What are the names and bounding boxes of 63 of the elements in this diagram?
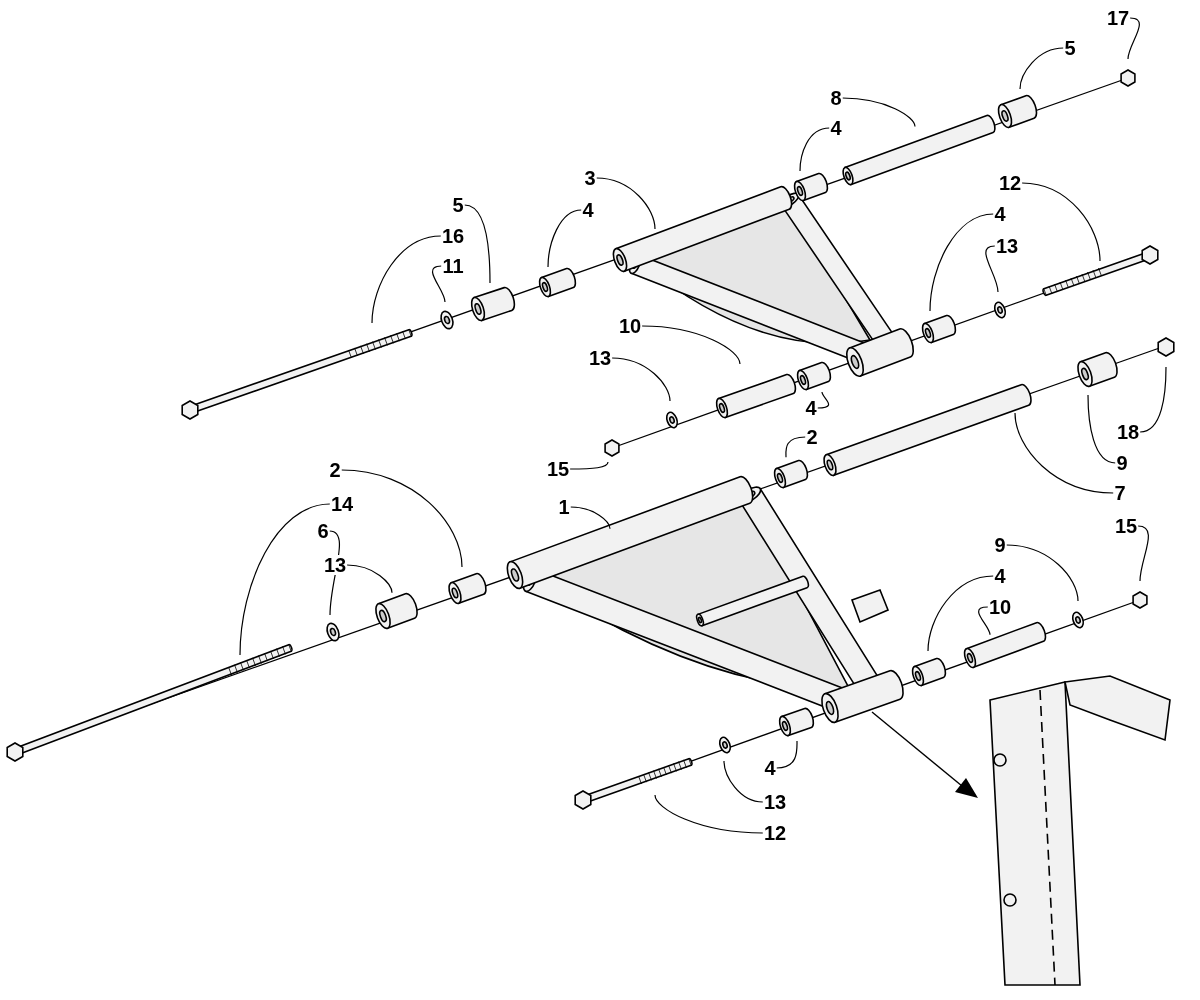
- callout-number: 4: [993, 204, 1007, 224]
- leader-line: [985, 245, 999, 293]
- callout-number: 5: [1063, 38, 1077, 58]
- leader-line: [1019, 47, 1065, 90]
- callout-number: 8: [829, 88, 843, 108]
- leader-line: [431, 265, 446, 303]
- callout-number: 15: [1113, 516, 1139, 536]
- callout-number: 13: [587, 348, 613, 368]
- callout-number: 3: [583, 168, 597, 188]
- callout-number: 14: [329, 494, 355, 514]
- leader-line: [346, 564, 393, 594]
- callout-number: 17: [1105, 8, 1131, 28]
- callout-number: 16: [440, 226, 466, 246]
- callout-number: 4: [829, 118, 843, 138]
- leader-line: [929, 213, 995, 312]
- leader-line: [1014, 412, 1115, 494]
- callout-number: 13: [994, 236, 1020, 256]
- leader-line: [1087, 394, 1117, 464]
- leader-line: [463, 204, 491, 284]
- callout-number: 4: [581, 200, 595, 220]
- callout-number: 4: [993, 566, 1007, 586]
- leader-line: [1005, 544, 1079, 602]
- leader-line: [547, 209, 583, 268]
- leader-line: [775, 740, 798, 769]
- callout-number: 7: [1113, 483, 1127, 503]
- leader-line: [328, 530, 341, 616]
- leader-line: [371, 235, 442, 324]
- callout-number: 1: [557, 497, 571, 517]
- callout-number: 12: [762, 823, 788, 843]
- leader-line: [799, 127, 831, 172]
- leader-line: [595, 177, 656, 230]
- leader-line: [841, 97, 916, 128]
- leader-line: [340, 469, 463, 568]
- leader-line: [1021, 182, 1101, 262]
- leader-line: [1127, 17, 1140, 60]
- callout-number: 10: [987, 597, 1013, 617]
- leader-line: [654, 794, 764, 834]
- callout-number: 2: [805, 427, 819, 447]
- callout-number: 18: [1115, 422, 1141, 442]
- leader-line: [978, 606, 991, 636]
- callout-number: 4: [804, 398, 818, 418]
- callout-number: 15: [545, 459, 571, 479]
- callout-number: 2: [328, 460, 342, 480]
- leader-line: [641, 325, 741, 365]
- callout-number: 11: [441, 256, 465, 276]
- leader-line: [816, 391, 830, 409]
- callout-number: 13: [322, 555, 348, 575]
- callout-number: 9: [1115, 453, 1129, 473]
- leader-line: [723, 760, 764, 803]
- leader-line: [569, 506, 611, 530]
- callout-number: 10: [617, 316, 643, 336]
- leader-line: [611, 357, 671, 402]
- leader-line: [1139, 366, 1167, 433]
- callout-number: 13: [762, 792, 788, 812]
- leader-line: [569, 461, 609, 470]
- callout-number: 4: [763, 758, 777, 778]
- callout-number: 9: [993, 535, 1007, 555]
- leader-line: [927, 575, 995, 652]
- leader-line: [785, 436, 807, 458]
- callout-number: 6: [316, 521, 330, 541]
- callout-number: 5: [451, 195, 465, 215]
- leader-line: [239, 503, 331, 656]
- callout-number: 12: [997, 173, 1023, 193]
